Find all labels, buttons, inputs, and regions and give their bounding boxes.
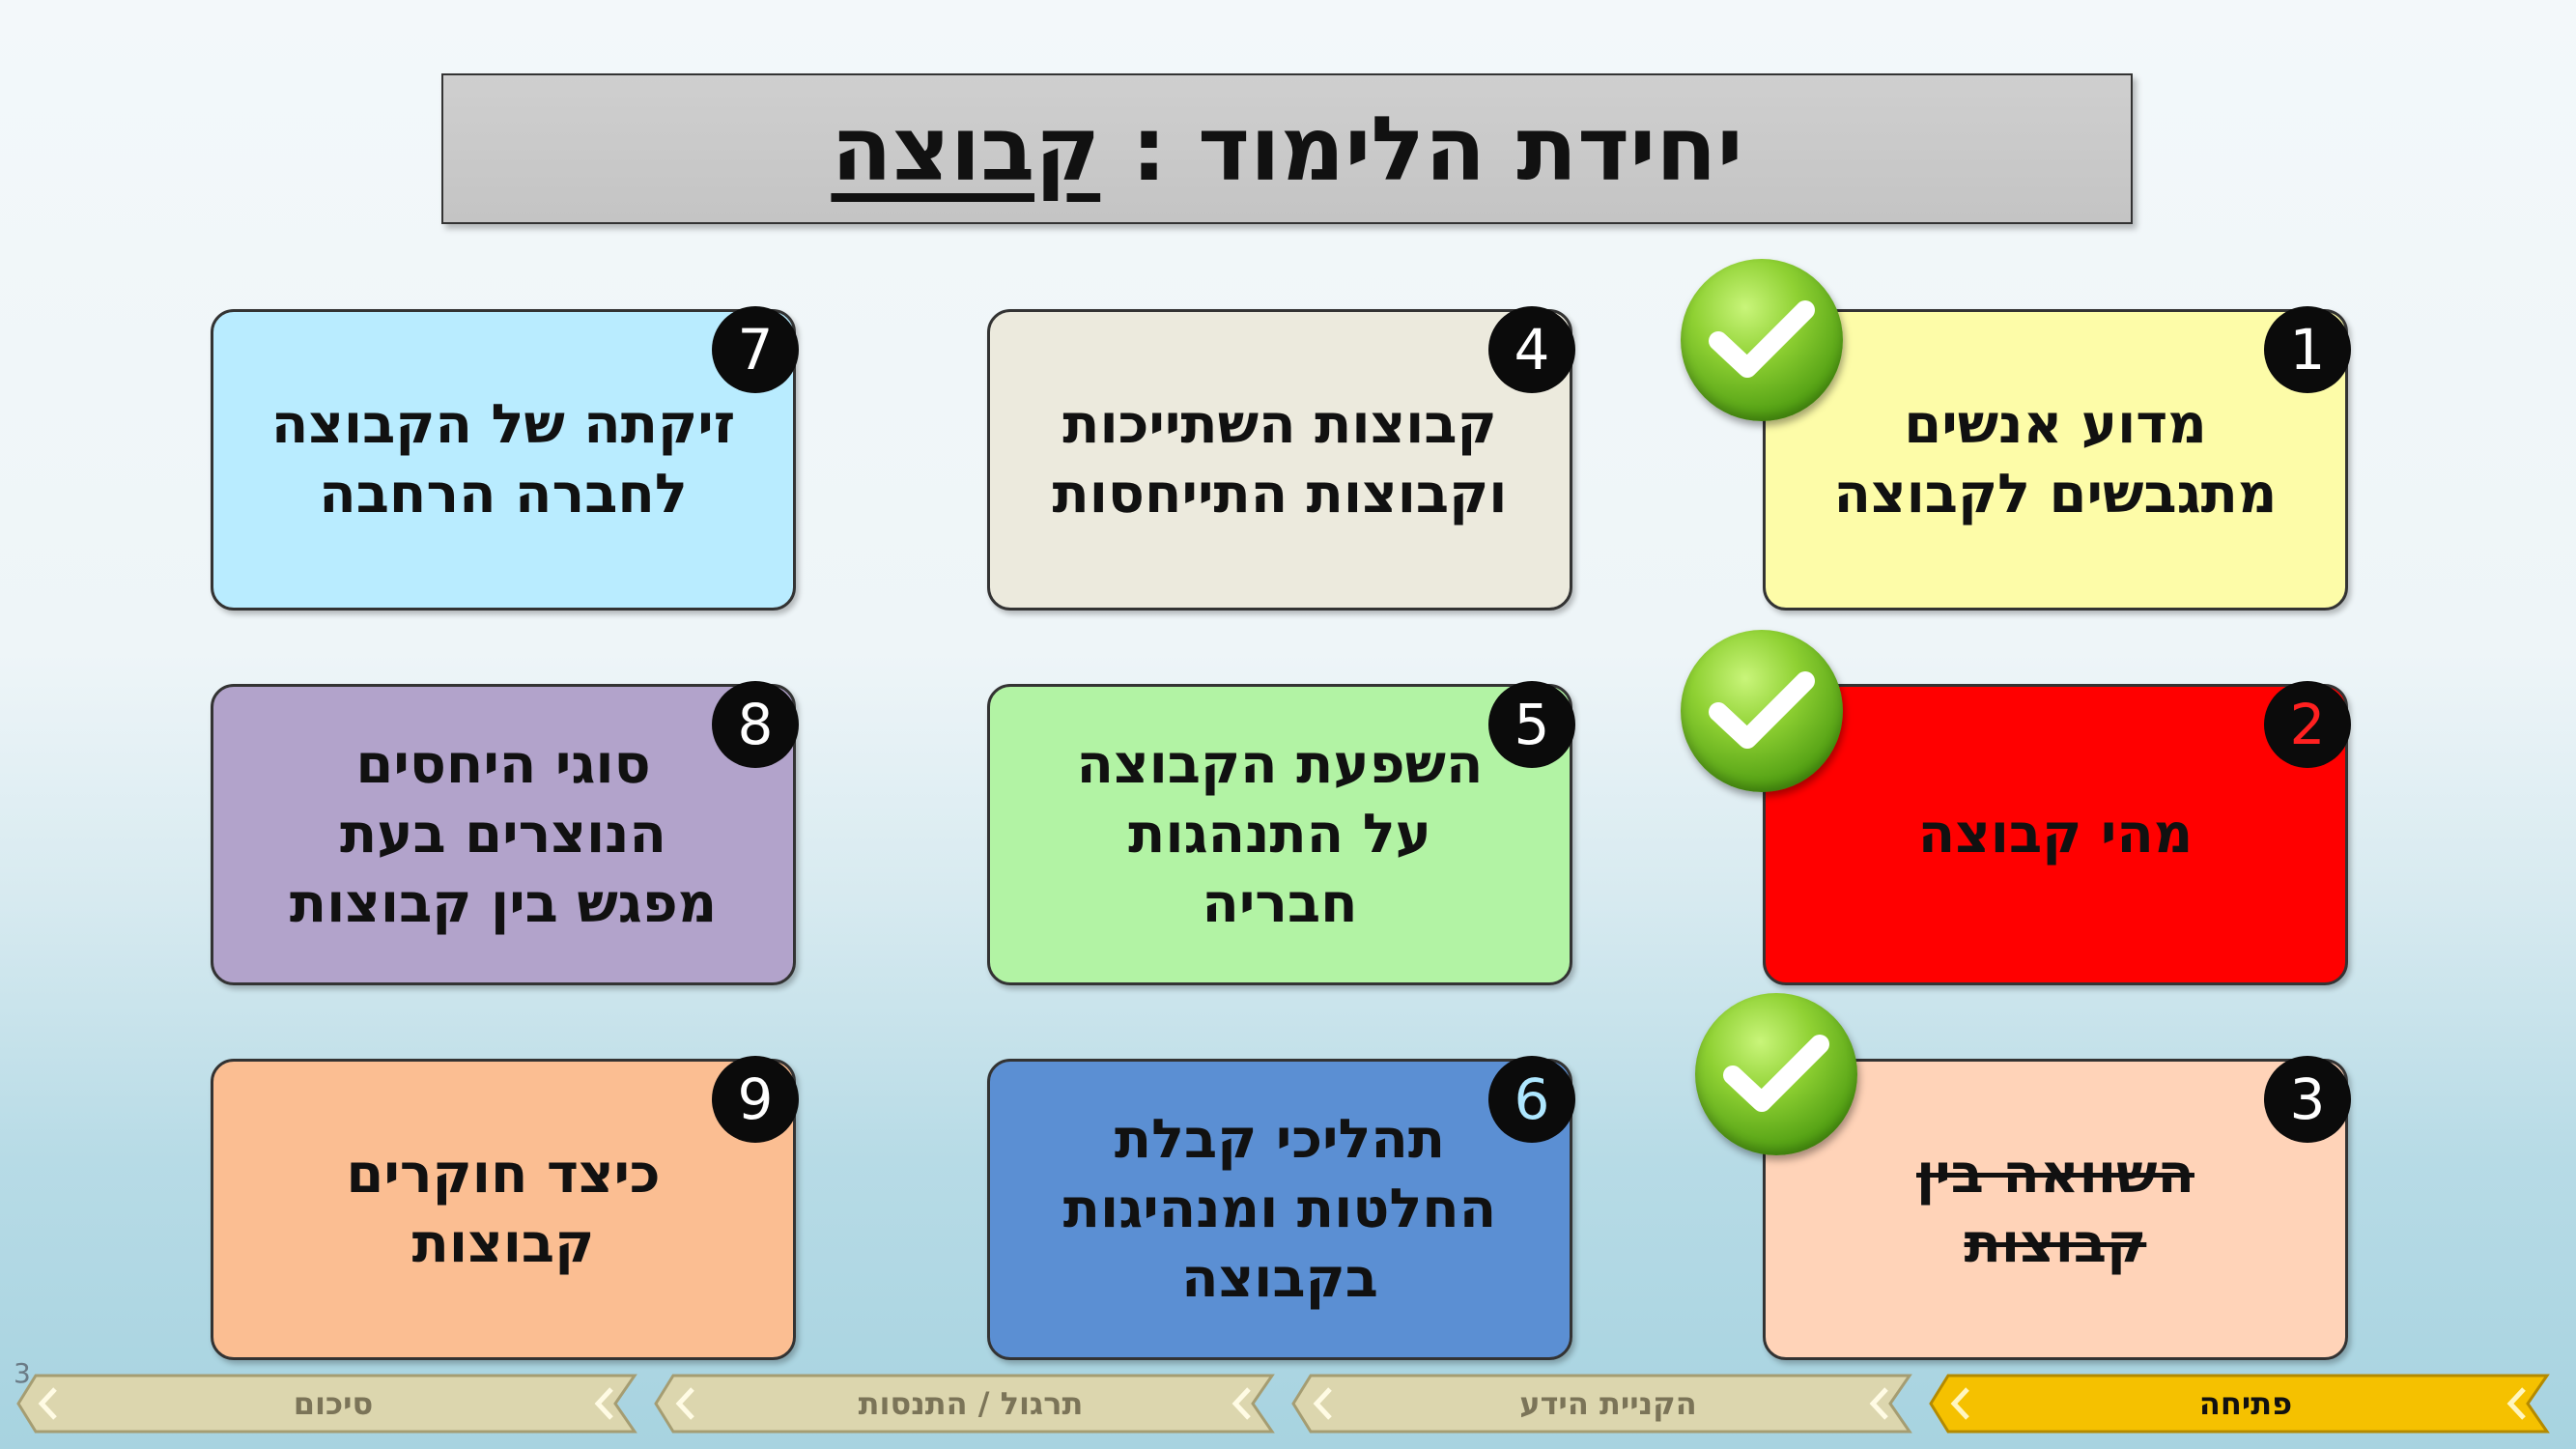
topic-card-6[interactable]: תהליכי קבלת החלטות ומנהיגות בקבוצה 6 (987, 1056, 1575, 1360)
topic-card-8[interactable]: סוגי היחסים הנוצרים בעת מפגש בין קבוצות … (211, 681, 799, 985)
nav-tab-shape (1291, 1374, 1912, 1434)
topic-card-label: השפעת הקבוצה על התנהגות חבריה (1076, 733, 1484, 935)
topic-card-label: מדוע אנשים מתגבשים לקבוצה (1833, 393, 2278, 526)
nav-tab-shape (654, 1374, 1275, 1434)
topic-number-badge: 9 (712, 1056, 799, 1143)
topic-card-1[interactable]: מדוע אנשים מתגבשים לקבוצה 1 (1763, 306, 2351, 611)
topic-number-badge: 3 (2264, 1056, 2351, 1143)
topic-card-label: זיקתה של הקבוצה לחברה הרחבה (270, 393, 736, 526)
topic-card-2[interactable]: מהי קבוצה 2 (1763, 681, 2351, 985)
nav-tab-opening[interactable]: פתיחה (1929, 1372, 2562, 1435)
title-bar: יחידת הלימוד : קבוצה (441, 73, 2133, 224)
nav-tab-shape (1929, 1374, 2550, 1434)
nav-tab-label: הקניית הידע (1519, 1385, 1697, 1422)
topic-card-4[interactable]: קבוצות השתייכות וקבוצות התייחסות 4 (987, 306, 1575, 611)
nav-tab-label: סיכום (293, 1385, 374, 1422)
topic-number-badge: 1 (2264, 306, 2351, 393)
nav-tab-summary[interactable]: סיכום (16, 1372, 650, 1435)
topic-number-badge: 8 (712, 681, 799, 768)
topic-number-badge: 6 (1488, 1056, 1575, 1143)
topic-number-badge: 2 (2264, 681, 2351, 768)
topic-card-3[interactable]: השוואה בין קבוצות 3 (1763, 1056, 2351, 1360)
topic-card-label: תהליכי קבלת החלטות ומנהיגות בקבוצה (1062, 1108, 1497, 1310)
checkmark-icon (1695, 993, 1857, 1155)
topic-number-badge: 7 (712, 306, 799, 393)
topic-card-label: השוואה בין קבוצות (1916, 1143, 2194, 1275)
nav-tab-practice[interactable]: תרגול / התנסות (654, 1372, 1288, 1435)
topic-card-label: מהי קבוצה (1917, 803, 2194, 866)
topic-number-badge: 4 (1488, 306, 1575, 393)
nav-tab-knowledge[interactable]: הקניית הידע (1291, 1372, 1925, 1435)
title-topic: קבוצה (831, 97, 1101, 201)
nav-tab-label: פתיחה (2198, 1385, 2293, 1422)
checkmark-icon (1681, 259, 1843, 421)
nav-tab-label: תרגול / התנסות (858, 1385, 1084, 1422)
slide-number: 3 (14, 1357, 31, 1389)
topic-card-label: כיצד חוקרים קבוצות (346, 1143, 661, 1275)
page-title: יחידת הלימוד : קבוצה (831, 98, 1742, 201)
checkmark-icon (1681, 630, 1843, 792)
topic-number-badge: 5 (1488, 681, 1575, 768)
topic-card-label: סוגי היחסים הנוצרים בעת מפגש בין קבוצות (289, 733, 718, 935)
title-prefix: יחידת הלימוד : (1100, 97, 1743, 201)
topic-card-7[interactable]: זיקתה של הקבוצה לחברה הרחבה 7 (211, 306, 799, 611)
topic-card-9[interactable]: כיצד חוקרים קבוצות 9 (211, 1056, 799, 1360)
nav-tab-shape (16, 1374, 637, 1434)
topic-card-label: קבוצות השתייכות וקבוצות התייחסות (1052, 393, 1508, 526)
topic-card-5[interactable]: השפעת הקבוצה על התנהגות חבריה 5 (987, 681, 1575, 985)
